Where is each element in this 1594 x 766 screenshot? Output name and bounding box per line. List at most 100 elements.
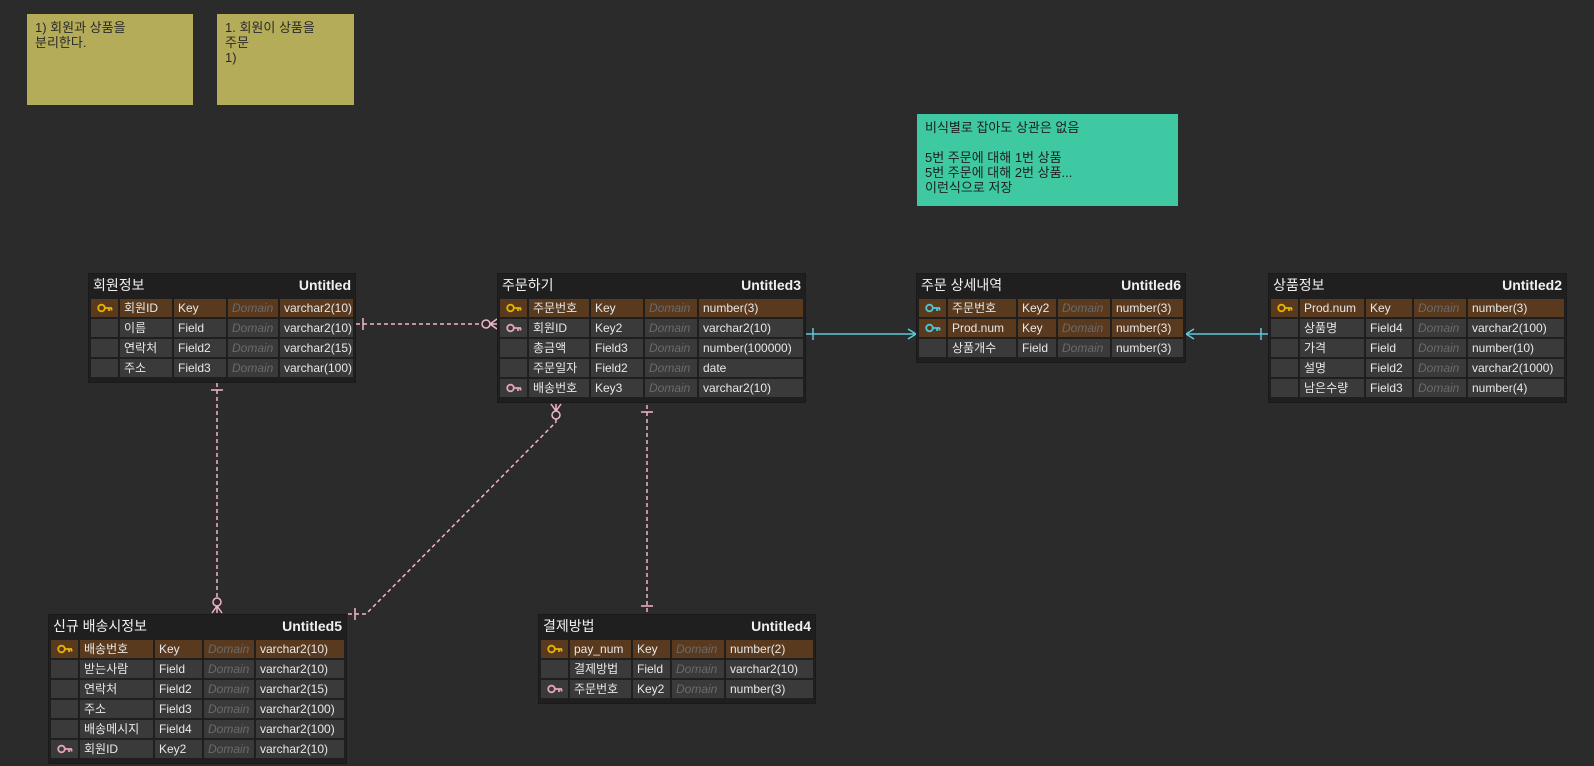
foreign-key-icon (500, 319, 527, 337)
attribute-key: Key (633, 640, 670, 658)
attribute-type: varchar2(10) (726, 660, 813, 678)
attribute-domain: Domain (1414, 299, 1466, 317)
attribute-type: date (699, 359, 803, 377)
attribute-domain: Domain (204, 660, 254, 678)
attribute-name: 받는사람 (80, 660, 153, 678)
attribute-domain: Domain (228, 339, 278, 357)
blank-icon (91, 359, 118, 377)
attribute-type: varchar2(100) (256, 700, 344, 718)
entity-header[interactable]: 회원정보 Untitled (89, 274, 355, 296)
attribute-domain: Domain (1414, 359, 1466, 377)
attribute-name: 결제방법 (570, 660, 631, 678)
sticky-note-3[interactable]: 비식별로 잡아도 상관은 없음 5번 주문에 대해 1번 상품 5번 주문에 대… (917, 114, 1178, 206)
attribute-type: varchar2(15) (256, 680, 344, 698)
attribute-key: Key (1366, 299, 1412, 317)
foreign-key-icon (541, 680, 568, 698)
attribute-name: 주문번호 (529, 299, 589, 317)
entity-name: 주문하기 (502, 277, 554, 293)
attribute-name: pay_num (570, 640, 631, 658)
attribute-domain: Domain (228, 359, 278, 377)
attribute-domain: Domain (1414, 319, 1466, 337)
attribute-type: varchar2(10) (699, 379, 803, 397)
attribute-domain: Domain (672, 640, 724, 658)
attribute-name: 주소 (120, 359, 172, 377)
entity-name: 상품정보 (1273, 277, 1325, 293)
attribute-domain: Domain (645, 319, 697, 337)
attribute-key: Field (155, 660, 202, 678)
attribute-key: Key3 (591, 379, 643, 397)
attribute-name: 회원ID (529, 319, 589, 337)
entity-ref: Untitled5 (282, 618, 342, 634)
attribute-key: Field (1366, 339, 1412, 357)
relation-delivery-order (348, 403, 562, 620)
relation-product-orderdetail (1185, 328, 1268, 340)
attribute-domain: Domain (1058, 339, 1110, 357)
attribute-key: Field3 (174, 359, 226, 377)
sticky-note-2[interactable]: 1. 회원이 상품을 주문 1) (217, 14, 354, 105)
entity-header[interactable]: 신규 배송시정보 Untitled5 (49, 615, 346, 637)
attribute-key: Key (174, 299, 226, 317)
entity-name: 신규 배송시정보 (53, 618, 148, 634)
attribute-type: varchar2(10) (280, 319, 353, 337)
blank-icon (500, 359, 527, 377)
blank-icon (1271, 339, 1298, 357)
attribute-key: Key (1018, 319, 1056, 337)
attribute-key: Field2 (1366, 359, 1412, 377)
attribute-domain: Domain (1414, 339, 1466, 357)
entity-name: 회원정보 (93, 277, 145, 293)
attribute-name: 주문번호 (570, 680, 631, 698)
attribute-name: 설명 (1300, 359, 1364, 377)
attribute-name: 남은수량 (1300, 379, 1364, 397)
attribute-type: number(3) (1468, 299, 1564, 317)
attribute-name: 배송번호 (529, 379, 589, 397)
attribute-key: Key2 (155, 740, 202, 758)
attribute-type: varchar2(15) (280, 339, 353, 357)
primary-key-icon (51, 640, 78, 658)
sticky-note-1[interactable]: 1) 회원과 상품을 분리한다. (27, 14, 193, 105)
attribute-type: number(3) (1112, 299, 1183, 317)
attribute-type: varchar2(100) (256, 720, 344, 738)
entity-ref: Untitled (298, 277, 351, 293)
attribute-type: varchar2(10) (699, 319, 803, 337)
attribute-type: number(3) (699, 299, 803, 317)
attribute-domain: Domain (645, 379, 697, 397)
